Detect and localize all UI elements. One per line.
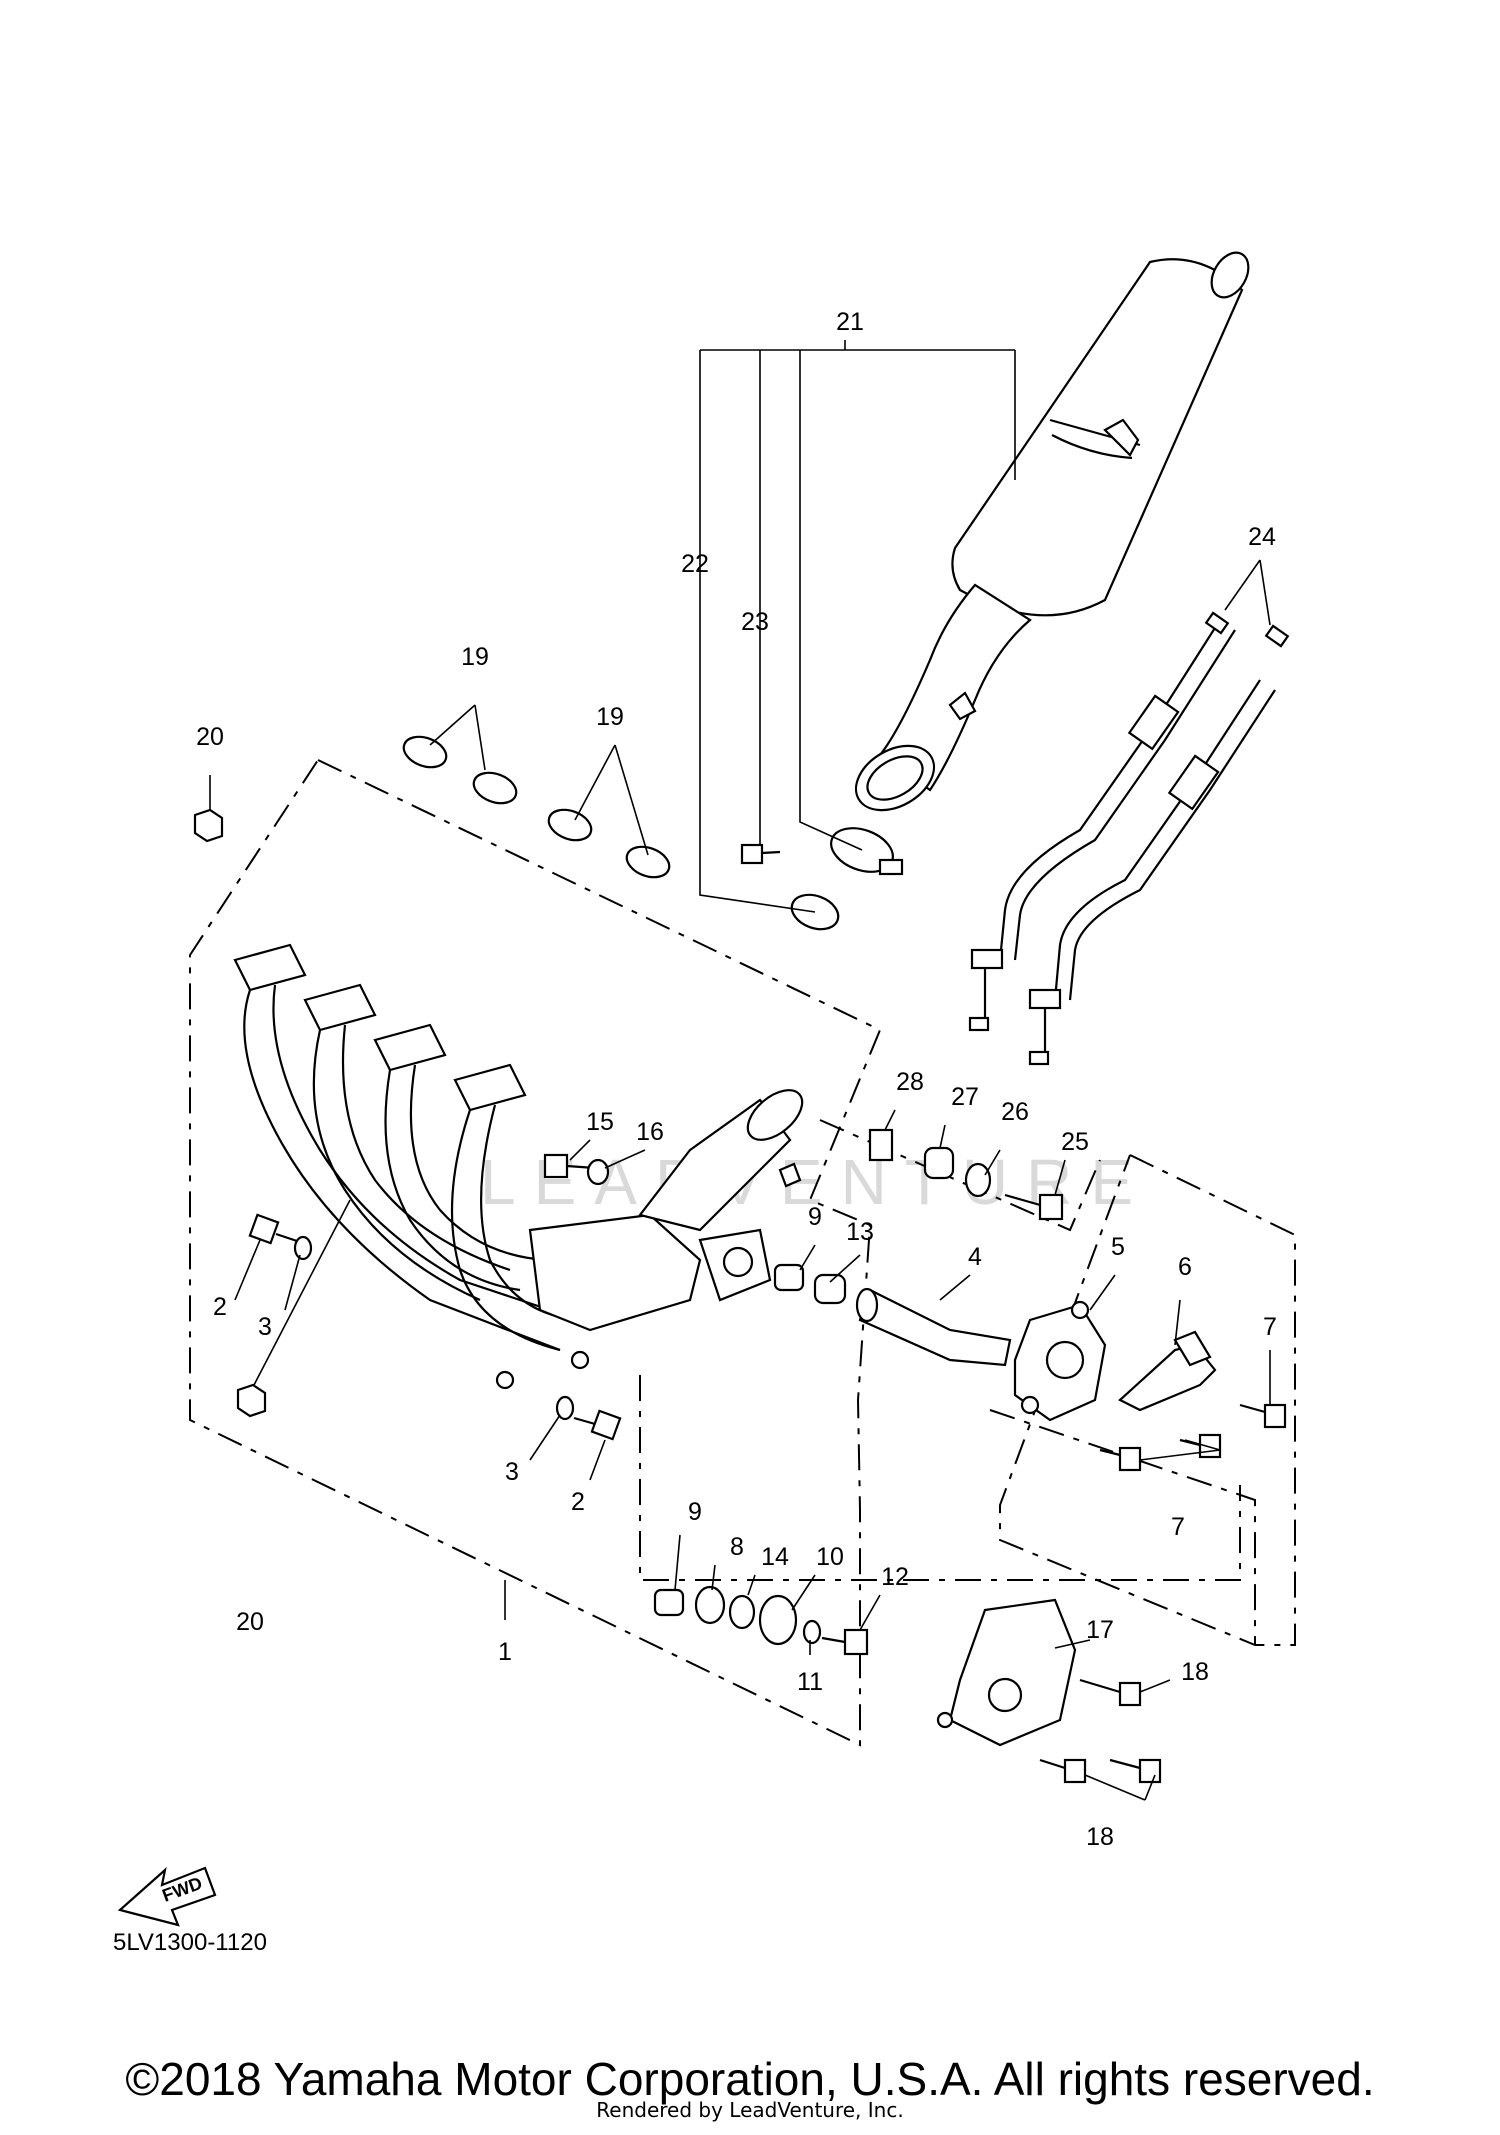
callout-20-lower: 20 [236,1608,264,1636]
gasket-19-a [402,735,448,769]
callout-24: 24 [1248,523,1276,551]
assembly-boundary-guard [989,1409,1256,1645]
nut-20-upper [193,808,224,843]
gasket-19-b [472,771,518,805]
callout-7-a: 7 [1263,1313,1277,1341]
callout-19-b: 19 [596,703,624,731]
washer-3-upper [293,1235,313,1261]
assembly-boundary-cable [819,1119,1101,1232]
bushing-9-lower [653,1588,685,1617]
pulley-cover-17 [936,1598,1077,1747]
assembly-boundary-sub [639,1375,1241,1581]
washer-26 [964,1162,992,1198]
callout-26: 26 [1001,1098,1029,1126]
bolt-23 [740,843,781,865]
callout-10: 10 [816,1543,844,1571]
collar-28 [868,1128,894,1162]
bolt-7-a [1239,1403,1287,1429]
rendered-by-notice: Rendered by LeadVenture, Inc. [596,2098,904,2122]
washer-11 [802,1619,822,1645]
callout-16: 16 [636,1118,664,1146]
watermark: LEADVENTURE [480,1146,1151,1218]
bolt-25 [1004,1193,1064,1221]
callout-22: 22 [681,550,709,578]
leader-lines [209,340,1271,1801]
callout-6: 6 [1178,1253,1192,1281]
callout-9-upper: 9 [808,1203,822,1231]
washer-8 [694,1585,726,1625]
bolt-12 [821,1628,869,1656]
callout-7-b: 7 [1171,1513,1185,1541]
pulley-lever [1118,1330,1217,1412]
callout-9-lower: 9 [688,1498,702,1526]
callout-1: 1 [498,1638,512,1666]
bolt-2-upper [248,1213,301,1245]
washer-3-lower [555,1395,575,1421]
bolt-18-b [1039,1758,1087,1784]
callout-25: 25 [1061,1128,1089,1156]
grommet-27 [923,1146,955,1180]
callout-18-b: 18 [1086,1823,1114,1851]
callout-20-upper: 20 [196,723,224,751]
exhaust-header [233,943,804,1390]
callout-19-a: 19 [461,643,489,671]
fwd-arrow: FWD [117,1866,217,1927]
clamp-21 [830,827,904,876]
callout-27: 27 [951,1083,979,1111]
callout-12: 12 [881,1563,909,1591]
callout-17: 17 [1086,1616,1114,1644]
gasket-16 [586,1158,610,1186]
seal-10 [758,1594,798,1646]
nut-20-lower [236,1383,267,1418]
callout-18-a: 18 [1181,1658,1209,1686]
bolt-2-lower [573,1409,622,1441]
diagram-code: 5LV1300-1120 [113,1929,267,1956]
exhaust-valve-shaft [855,1287,1012,1367]
callout-3-upper: 3 [258,1313,272,1341]
valve-pulley [1013,1300,1107,1422]
bolt-7-c [1099,1446,1142,1472]
gasket-19-c [547,808,593,842]
callout-3-lower: 3 [505,1458,519,1486]
assembly-boundary-1 [189,758,882,1747]
callout-2-upper: 2 [213,1293,227,1321]
bushing-9-upper [773,1263,805,1292]
callout-4: 4 [968,1243,982,1271]
callout-5: 5 [1111,1233,1125,1261]
gasket-19-d [625,845,671,879]
copyright-notice: ©2018 Yamaha Motor Corporation, U.S.A. A… [125,2053,1375,2105]
callout-2-lower: 2 [571,1488,585,1516]
callout-28: 28 [896,1068,924,1096]
callout-11: 11 [797,1668,823,1696]
callout-23: 23 [741,608,769,636]
callout-21: 21 [836,308,864,336]
washer-14 [728,1594,756,1630]
callout-13: 13 [846,1218,874,1246]
bushing-13 [813,1273,847,1305]
muffler [854,251,1250,812]
bolt-18-a [1079,1678,1142,1707]
callout-14: 14 [761,1543,789,1571]
callout-8: 8 [730,1533,744,1561]
bolt-18-c [1109,1758,1162,1784]
callout-15: 15 [586,1108,614,1136]
throttle-cable-assembly [968,611,1290,1066]
